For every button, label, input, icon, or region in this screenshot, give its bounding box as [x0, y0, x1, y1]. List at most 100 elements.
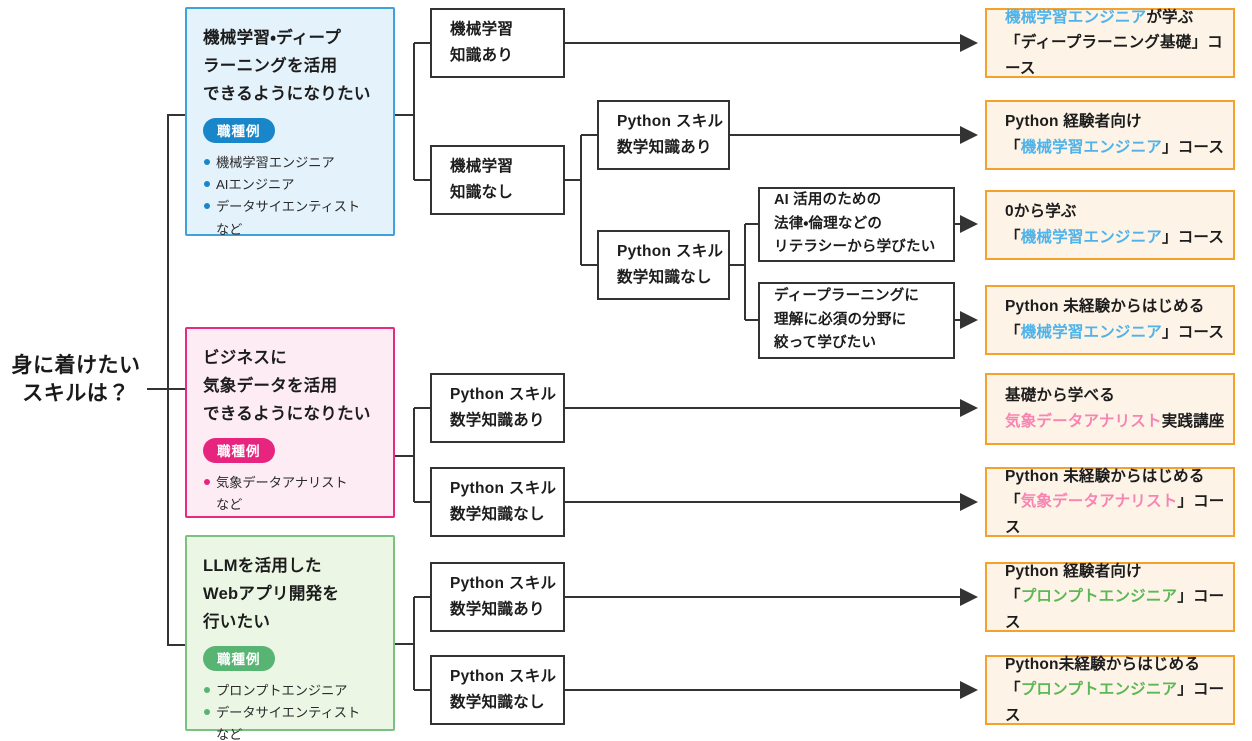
goal-box-llm-webapp: LLMを活用した Webアプリ開発を 行いたい 職種例 プロンプトエンジニア デ…: [185, 535, 395, 741]
preference-line: 法律・倫理などの: [774, 215, 883, 232]
decision-line: 数学知識あり: [450, 601, 545, 618]
job-label: データサイエンティスト: [216, 199, 361, 215]
decision-line: 知識なし: [450, 184, 514, 201]
job-examples-badge: 職種例: [203, 438, 275, 464]
bullet-dot-icon: [204, 479, 210, 486]
job-item: データサイエンティスト: [203, 196, 379, 218]
job-item: 機械学習エンジニア: [203, 152, 379, 174]
bullet-dot-icon: [204, 687, 210, 694]
job-list: プロンプトエンジニア データサイエンティスト など: [203, 680, 379, 741]
goal-title-line: 気象データを活用: [203, 377, 338, 396]
goal-title-line: Webアプリ開発を: [203, 585, 340, 604]
course-line: 「ディープラーニング基礎」コース: [1005, 34, 1223, 77]
goal-title-line: 機械学習・ディープ: [203, 29, 342, 47]
job-examples-badge: 職種例: [203, 646, 275, 672]
branch-ml-no: [565, 134, 597, 266]
decision-line: Python スキル: [450, 385, 557, 403]
job-label: データサイエンティスト: [216, 705, 361, 721]
course-box-weather-analyst-practical: 基礎から学べる 気象データアナリスト実践講座: [985, 373, 1235, 445]
goal-title: 機械学習・ディープ ラーニングを活用 できるようになりたい: [203, 24, 379, 108]
job-label: プロンプトエンジニア: [216, 683, 348, 699]
root-connector: [147, 114, 185, 646]
course-line: Python 未経験からはじめる: [1005, 298, 1205, 316]
decision-box-python-math-no-weather: Python スキル 数学知識なし: [430, 467, 565, 537]
branch-ml: [395, 42, 430, 181]
course-box-prompt-engineer-python-beginner: Python未経験からはじめる 「プロンプトエンジニア」コース: [985, 655, 1235, 725]
decision-box-python-math-yes-llm: Python スキル 数学知識あり: [430, 562, 565, 632]
decision-line: Python スキル: [450, 479, 557, 497]
job-item: AIエンジニア: [203, 174, 379, 196]
decision-line: 数学知識なし: [450, 506, 545, 523]
decision-line: 機械学習: [450, 157, 514, 175]
goal-title: ビジネスに 気象データを活用 できるようになりたい: [203, 344, 379, 428]
job-label: など: [216, 221, 243, 237]
branch-llm: [395, 596, 430, 691]
bullet-dot-icon: [204, 181, 210, 188]
decision-line: Python スキル: [617, 112, 724, 130]
course-line: 「プロンプトエンジニア」コース: [1005, 681, 1225, 724]
course-line: 気象データアナリスト実践講座: [1005, 413, 1225, 430]
decision-box-python-math-yes-ml: Python スキル 数学知識あり: [597, 100, 730, 170]
bullet-dot-icon: [204, 203, 210, 210]
job-label: 気象データアナリスト: [216, 475, 348, 491]
preference-box-ai-literacy: AI 活用のための 法律・倫理などの リテラシーから学びたい: [758, 187, 955, 262]
decision-line: Python スキル: [617, 242, 724, 260]
decision-box-ml-knowledge-no: 機械学習 知識なし: [430, 145, 565, 215]
preference-line: リテラシーから学びたい: [774, 239, 936, 256]
course-line: 機械学習エンジニアが学ぶ: [1005, 8, 1194, 26]
job-item: プロンプトエンジニア: [203, 680, 379, 702]
preference-box-dl-essentials: ディープラーニングに 理解に必須の分野に 絞って学びたい: [758, 282, 955, 359]
job-label: AIエンジニア: [216, 177, 295, 193]
job-item-etc: など: [203, 494, 379, 516]
decision-line: 数学知識あり: [450, 412, 545, 429]
course-line: 基礎から学べる: [1005, 387, 1115, 405]
decision-line: 機械学習: [450, 20, 514, 38]
bullet-dot-icon: [204, 709, 210, 716]
root-question: 身に着けたい スキルは？: [0, 352, 152, 407]
job-list: 機械学習エンジニア AIエンジニア データサイエンティスト など: [203, 152, 379, 241]
decision-box-python-math-yes-weather: Python スキル 数学知識あり: [430, 373, 565, 443]
course-line: 「機械学習エンジニア」コース: [1005, 324, 1225, 341]
decision-line: 数学知識あり: [617, 139, 712, 156]
course-line: 「機械学習エンジニア」コース: [1005, 229, 1225, 246]
branch-python-no: [730, 223, 758, 321]
course-line: Python 経験者向け: [1005, 113, 1142, 131]
job-label: 機械学習エンジニア: [216, 155, 335, 171]
course-line: Python未経験からはじめる: [1005, 655, 1201, 673]
decision-line: Python スキル: [450, 667, 557, 685]
decision-line: Python スキル: [450, 574, 557, 592]
root-question-line: 身に着けたい: [11, 354, 141, 377]
goal-title-line: 行いたい: [203, 613, 271, 632]
goal-box-weather-data: ビジネスに 気象データを活用 できるようになりたい 職種例 気象データアナリスト…: [185, 327, 395, 518]
job-item: データサイエンティスト: [203, 702, 379, 724]
course-box-prompt-engineer-experienced: Python 経験者向け 「プロンプトエンジニア」コース: [985, 562, 1235, 632]
course-line: Python 経験者向け: [1005, 562, 1142, 580]
course-box-ml-engineer-from-zero: 0から学ぶ 「機械学習エンジニア」コース: [985, 190, 1235, 260]
course-line: Python 未経験からはじめる: [1005, 467, 1205, 485]
course-box-ml-engineer-experienced: Python 経験者向け 「機械学習エンジニア」コース: [985, 100, 1235, 170]
decision-box-python-math-no-llm: Python スキル 数学知識なし: [430, 655, 565, 725]
course-line: 「気象データアナリスト」コース: [1005, 493, 1225, 536]
decision-line: 数学知識なし: [450, 694, 545, 711]
job-label: など: [216, 727, 243, 741]
goal-title: LLMを活用した Webアプリ開発を 行いたい: [203, 552, 379, 636]
root-question-line: スキルは？: [22, 381, 130, 405]
branch-weather: [395, 407, 430, 503]
decision-box-python-math-no-ml: Python スキル 数学知識なし: [597, 230, 730, 300]
bullet-dot-icon: [204, 159, 210, 166]
job-item: 気象データアナリスト: [203, 472, 379, 494]
course-box-weather-analyst-python-beginner: Python 未経験からはじめる 「気象データアナリスト」コース: [985, 467, 1235, 537]
preference-line: AI 活用のための: [774, 192, 882, 209]
job-list: 気象データアナリスト など: [203, 472, 379, 516]
preference-line: 理解に必須の分野に: [774, 311, 907, 328]
decision-box-ml-knowledge-yes: 機械学習 知識あり: [430, 8, 565, 78]
preference-line: 絞って学びたい: [774, 335, 877, 352]
goal-title-line: できるようになりたい: [203, 405, 371, 424]
course-line: 「プロンプトエンジニア」コース: [1005, 588, 1225, 631]
course-line: 0から学ぶ: [1005, 203, 1077, 221]
course-line: 「機械学習エンジニア」コース: [1005, 139, 1225, 156]
course-box-dl-basics: 機械学習エンジニアが学ぶ 「ディープラーニング基礎」コース: [985, 8, 1235, 78]
decision-line: 知識あり: [450, 47, 514, 64]
